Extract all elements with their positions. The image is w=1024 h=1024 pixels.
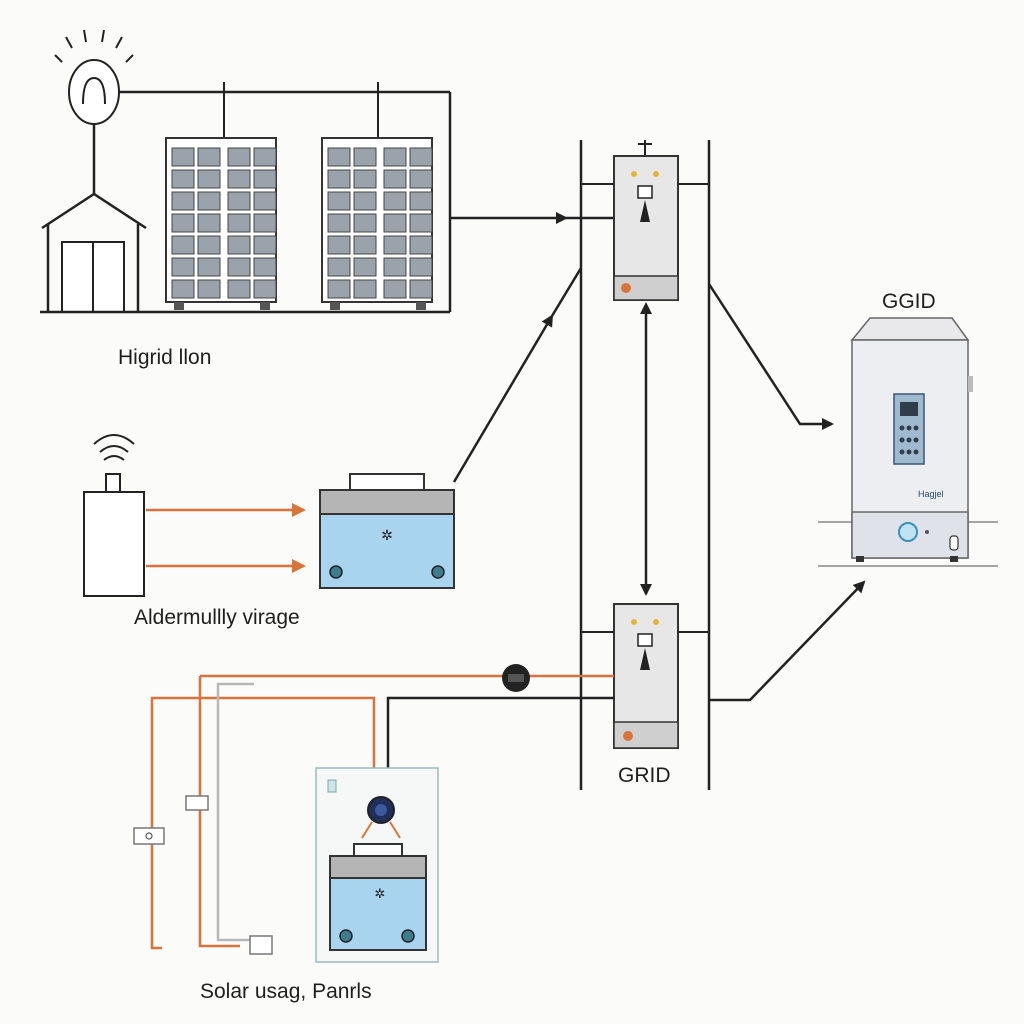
solar-cell bbox=[197, 169, 221, 189]
solar-cell bbox=[327, 169, 351, 189]
meter-icon bbox=[502, 664, 530, 692]
solar-cell bbox=[171, 279, 195, 299]
light-bulb-icon bbox=[54, 29, 134, 125]
label-bottom-left: Solar usag, Panrls bbox=[200, 980, 372, 1003]
solar-cell bbox=[227, 257, 251, 277]
solar-cell bbox=[197, 213, 221, 233]
solar-cell bbox=[383, 169, 407, 189]
solar-panel-icon bbox=[165, 137, 277, 310]
label-top-left: Higrid llon bbox=[118, 346, 212, 369]
solar-cell bbox=[327, 257, 351, 277]
arrow-grid-to-inverter bbox=[709, 580, 866, 702]
solar-cell bbox=[353, 147, 377, 167]
solar-cell bbox=[353, 213, 377, 233]
arrow-battery-to-bus bbox=[452, 314, 554, 483]
solar-cell bbox=[409, 213, 433, 233]
solar-cell bbox=[409, 169, 433, 189]
solar-cell bbox=[171, 169, 195, 189]
fuse-icon bbox=[133, 827, 165, 845]
solar-cell bbox=[197, 191, 221, 211]
grid-unit-icon bbox=[613, 140, 679, 301]
solar-cell bbox=[383, 213, 407, 233]
solar-cell bbox=[383, 191, 407, 211]
house-icon bbox=[40, 192, 150, 314]
arrow-to-inverter bbox=[707, 283, 834, 430]
solar-cell bbox=[253, 169, 277, 189]
solar-cell bbox=[383, 257, 407, 277]
solar-cell bbox=[353, 191, 377, 211]
wifi-icon bbox=[93, 434, 135, 461]
solar-panel-icon bbox=[321, 137, 433, 310]
solar-cell bbox=[253, 191, 277, 211]
svg-text:✲: ✲ bbox=[381, 528, 393, 544]
solar-cell bbox=[171, 191, 195, 211]
panel-foot bbox=[174, 302, 184, 310]
solar-cell bbox=[383, 147, 407, 167]
switch-icon bbox=[185, 795, 209, 811]
solar-cell bbox=[197, 235, 221, 255]
battery-icon: ✲ bbox=[329, 843, 427, 951]
solar-cell bbox=[383, 279, 407, 299]
solar-cell bbox=[409, 235, 433, 255]
solar-cell bbox=[253, 147, 277, 167]
solar-cell bbox=[383, 235, 407, 255]
charge-controller-icon bbox=[361, 796, 401, 839]
solar-cell bbox=[227, 169, 251, 189]
device-box bbox=[83, 473, 145, 597]
solar-cell bbox=[197, 279, 221, 299]
solar-cell bbox=[171, 213, 195, 233]
panel-foot bbox=[416, 302, 426, 310]
panel-foot bbox=[260, 302, 270, 310]
solar-cell bbox=[171, 147, 195, 167]
solar-cell bbox=[353, 279, 377, 299]
solar-cell bbox=[327, 213, 351, 233]
solar-cell bbox=[327, 191, 351, 211]
battery-icon: ✲ bbox=[319, 473, 455, 589]
solar-cell bbox=[409, 279, 433, 299]
orange-loop-outer bbox=[150, 696, 381, 950]
solar-cell bbox=[353, 235, 377, 255]
solar-cell bbox=[171, 257, 195, 277]
solar-cell bbox=[353, 257, 377, 277]
solar-cell bbox=[327, 279, 351, 299]
black-wire-to-battery bbox=[386, 696, 614, 792]
solar-cell bbox=[227, 279, 251, 299]
solar-cell bbox=[253, 235, 277, 255]
solar-cell bbox=[409, 257, 433, 277]
solar-cell bbox=[327, 147, 351, 167]
solar-cell bbox=[409, 147, 433, 167]
solar-cell bbox=[253, 213, 277, 233]
gray-loop bbox=[216, 682, 254, 942]
solar-cell bbox=[253, 257, 277, 277]
solar-cell bbox=[327, 235, 351, 255]
orange-loop-inner bbox=[198, 676, 240, 948]
connector-icon bbox=[249, 935, 273, 955]
solar-cell bbox=[197, 147, 221, 167]
solar-cell bbox=[253, 279, 277, 299]
panel-foot bbox=[330, 302, 340, 310]
solar-cell bbox=[227, 191, 251, 211]
solar-cell bbox=[409, 191, 433, 211]
solar-cell bbox=[227, 147, 251, 167]
svg-text:✲: ✲ bbox=[375, 887, 386, 902]
solar-cell bbox=[171, 235, 195, 255]
label-center-bottom: GRID bbox=[618, 764, 671, 787]
label-unit-small: Hagjel bbox=[918, 489, 944, 499]
solar-cell bbox=[353, 169, 377, 189]
solar-cell bbox=[197, 257, 221, 277]
grid-unit-icon bbox=[613, 603, 679, 749]
label-right-top: GGID bbox=[882, 290, 936, 313]
inverter-icon bbox=[818, 317, 998, 567]
label-middle-left: Aldermullly virage bbox=[134, 606, 300, 629]
solar-cell bbox=[227, 213, 251, 233]
solar-cell bbox=[227, 235, 251, 255]
